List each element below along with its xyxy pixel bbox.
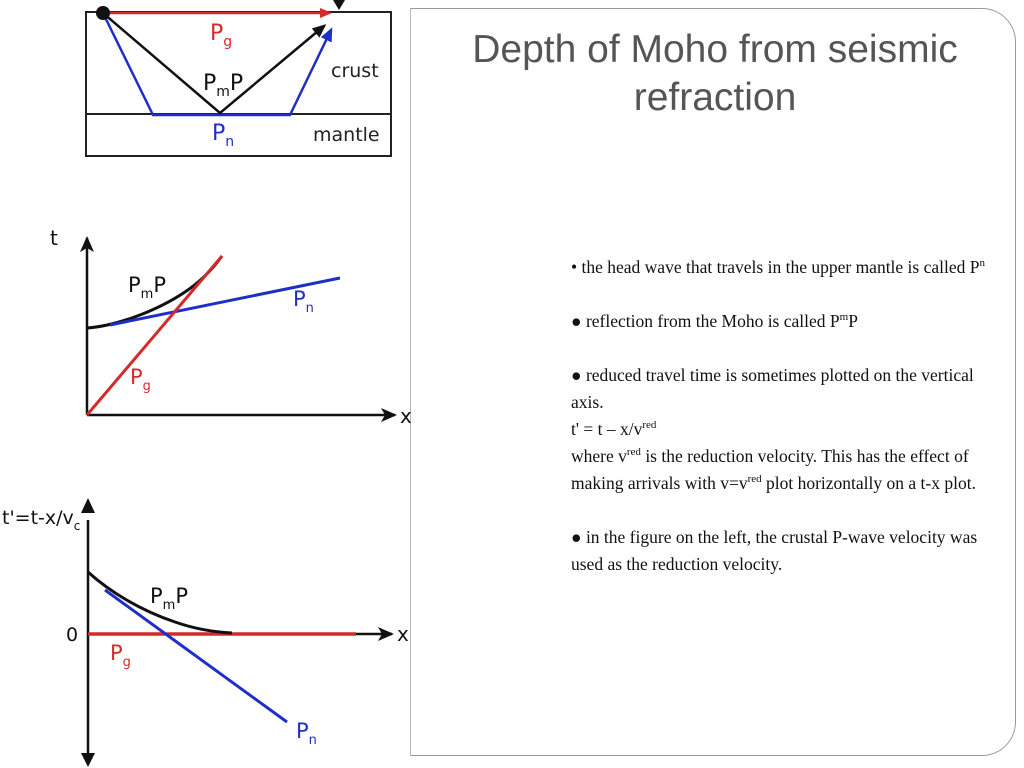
diagram-pn-label: Pn	[212, 121, 234, 150]
slide-frame	[410, 8, 1016, 756]
source-dot	[96, 6, 110, 20]
reduced-y-axis-label: t'=t-x/vc	[2, 507, 80, 533]
tx-x-axis-label: x	[400, 404, 412, 428]
ray-diagram: Pg PmP crust Pn mantle	[85, 0, 392, 157]
reduced-time-equation: t' = t – x/vred	[571, 419, 657, 439]
reduction-velocity-note: where vred is the reduction velocity. Th…	[571, 446, 976, 493]
bullet-reflection: ● reflection from the Moho is called PmP	[571, 311, 858, 331]
diagram-pg-label: Pg	[210, 21, 232, 50]
tx-pg-line	[85, 255, 224, 416]
pmp-ray	[102, 12, 327, 115]
reduced-y-arrow-up	[81, 498, 95, 513]
crust-label: crust	[331, 60, 379, 82]
reduced-pg-label: Pg	[110, 641, 131, 670]
tx-pmp-label: PmP	[128, 273, 166, 302]
bullet-figure-note: ● in the figure on the left, the crustal…	[571, 527, 978, 574]
tx-t-axis-label: t	[50, 226, 58, 250]
reduced-zero-label: 0	[66, 624, 78, 646]
tx-pg-label: Pg	[130, 365, 151, 394]
reduced-y-arrow-down	[81, 753, 95, 767]
reduced-pn-label: Pn	[296, 719, 317, 748]
diagram-pmp-label: PmP	[203, 71, 243, 100]
reduced-pmp-label: PmP	[150, 584, 188, 613]
tx-pn-line	[109, 276, 341, 327]
reduced-pmp-curve	[86, 570, 233, 635]
mantle-label: mantle	[313, 124, 380, 146]
receiver-icon	[333, 0, 345, 10]
reduced-plot: t'=t-x/vc x 0 PmP Pg Pn	[2, 498, 409, 767]
tx-plot: t x PmP Pn Pg	[50, 226, 412, 428]
reduced-x-axis-label: x	[397, 622, 409, 646]
slide-title: Depth of Moho from seismic refraction	[472, 28, 958, 119]
bullet-reduced-time: ● reduced travel time is sometimes plott…	[571, 365, 974, 412]
bullet-head-wave: • the head wave that travels in the uppe…	[571, 257, 985, 277]
tx-pn-label: Pn	[293, 287, 314, 316]
reduced-pn-line	[104, 588, 288, 724]
pn-ray	[101, 12, 333, 117]
body-text: • the head wave that travels in the uppe…	[571, 254, 991, 605]
